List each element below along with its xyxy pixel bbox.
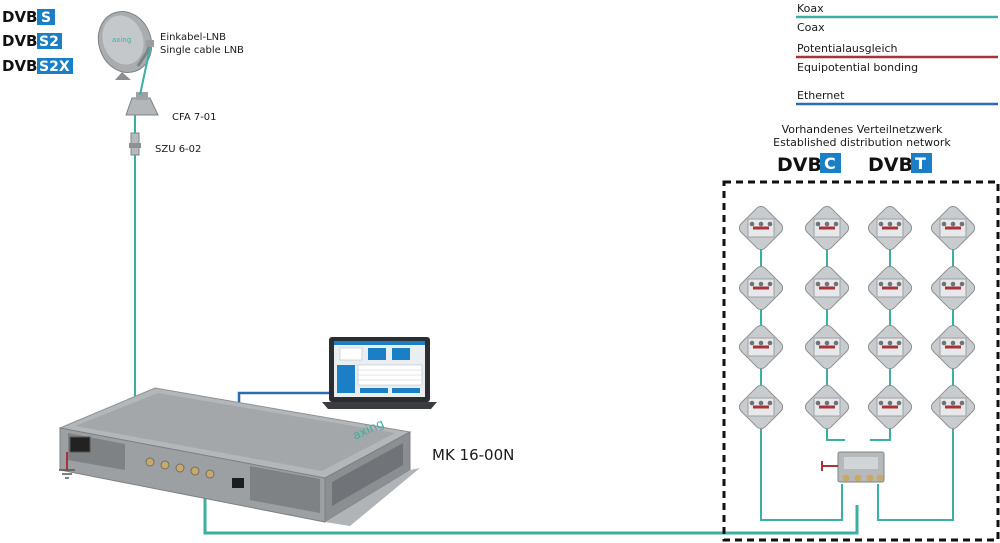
svg-text:S2: S2	[39, 34, 59, 50]
svg-text:S: S	[41, 10, 51, 26]
dvb-s2-logo: DVB S2	[2, 32, 62, 50]
antenna-socket-icon	[804, 324, 850, 370]
network-label-en: Established distribution network	[773, 136, 951, 149]
device-label: MK 16-00N	[432, 446, 514, 464]
antenna-socket-icon	[738, 265, 784, 311]
antenna-socket-icon	[804, 265, 850, 311]
antenna-socket-icon	[867, 265, 913, 311]
socket-grid	[738, 205, 976, 430]
antenna-socket-icon	[804, 205, 850, 251]
svg-text:Coax: Coax	[797, 21, 825, 34]
antenna-socket-icon	[867, 324, 913, 370]
legend-item-ethernet: Ethernet	[796, 89, 998, 106]
svg-text:C: C	[824, 154, 836, 173]
svg-text:S2X: S2X	[39, 59, 70, 75]
antenna-socket-icon	[930, 384, 976, 430]
legend-item-bonding: Potentialausgleich Equipotential bonding	[796, 42, 998, 74]
headend-device-icon: axing	[58, 387, 420, 526]
splitter-icon	[821, 451, 885, 483]
legend: Koax Coax Potentialausgleich Equipotenti…	[796, 2, 998, 106]
antenna-socket-icon	[738, 384, 784, 430]
laptop-icon	[322, 337, 437, 409]
antenna-socket-icon	[867, 384, 913, 430]
legend-item-coax: Koax Coax	[796, 2, 998, 34]
coax-cable-lnb	[139, 47, 151, 96]
svg-text:DVB: DVB	[2, 32, 38, 50]
dvb-c-logo: DVB C	[777, 153, 841, 176]
svg-text:Equipotential bonding: Equipotential bonding	[797, 61, 918, 74]
antenna-socket-icon	[738, 205, 784, 251]
lnb-label-en: Single cable LNB	[160, 45, 244, 56]
dvb-t-logo: DVB T	[868, 153, 932, 176]
dvb-s2x-logo: DVB S2X	[2, 57, 73, 75]
distribution-network-box	[722, 180, 1000, 542]
szu-label: SZU 6-02	[155, 144, 201, 155]
svg-text:DVB: DVB	[868, 154, 913, 176]
antenna-socket-icon	[930, 324, 976, 370]
svg-text:T: T	[915, 154, 926, 173]
svg-text:DVB: DVB	[777, 154, 822, 176]
antenna-socket-icon	[930, 205, 976, 251]
surge-protector-icon	[129, 132, 141, 156]
lnb-label-de: Einkabel-LNB	[160, 32, 226, 43]
satellite-dish-icon: axing	[97, 11, 154, 80]
svg-text:Koax: Koax	[797, 2, 824, 15]
antenna-socket-icon	[930, 265, 976, 311]
svg-text:DVB: DVB	[2, 8, 38, 26]
antenna-socket-icon	[867, 205, 913, 251]
dish-brand: axing	[112, 36, 131, 44]
svg-text:Potentialausgleich: Potentialausgleich	[797, 42, 898, 55]
cable-clamp-icon	[125, 92, 159, 116]
ground-icon	[59, 452, 75, 479]
svg-text:DVB: DVB	[2, 57, 38, 75]
coax-cable-output	[203, 480, 859, 535]
cfa-label: CFA 7-01	[172, 112, 217, 123]
antenna-socket-icon	[804, 384, 850, 430]
dvb-s-logo: DVB S	[2, 8, 55, 26]
svg-text:Ethernet: Ethernet	[797, 89, 845, 102]
antenna-socket-icon	[738, 324, 784, 370]
network-label-de: Vorhandenes Verteilnetzwerk	[782, 123, 943, 136]
